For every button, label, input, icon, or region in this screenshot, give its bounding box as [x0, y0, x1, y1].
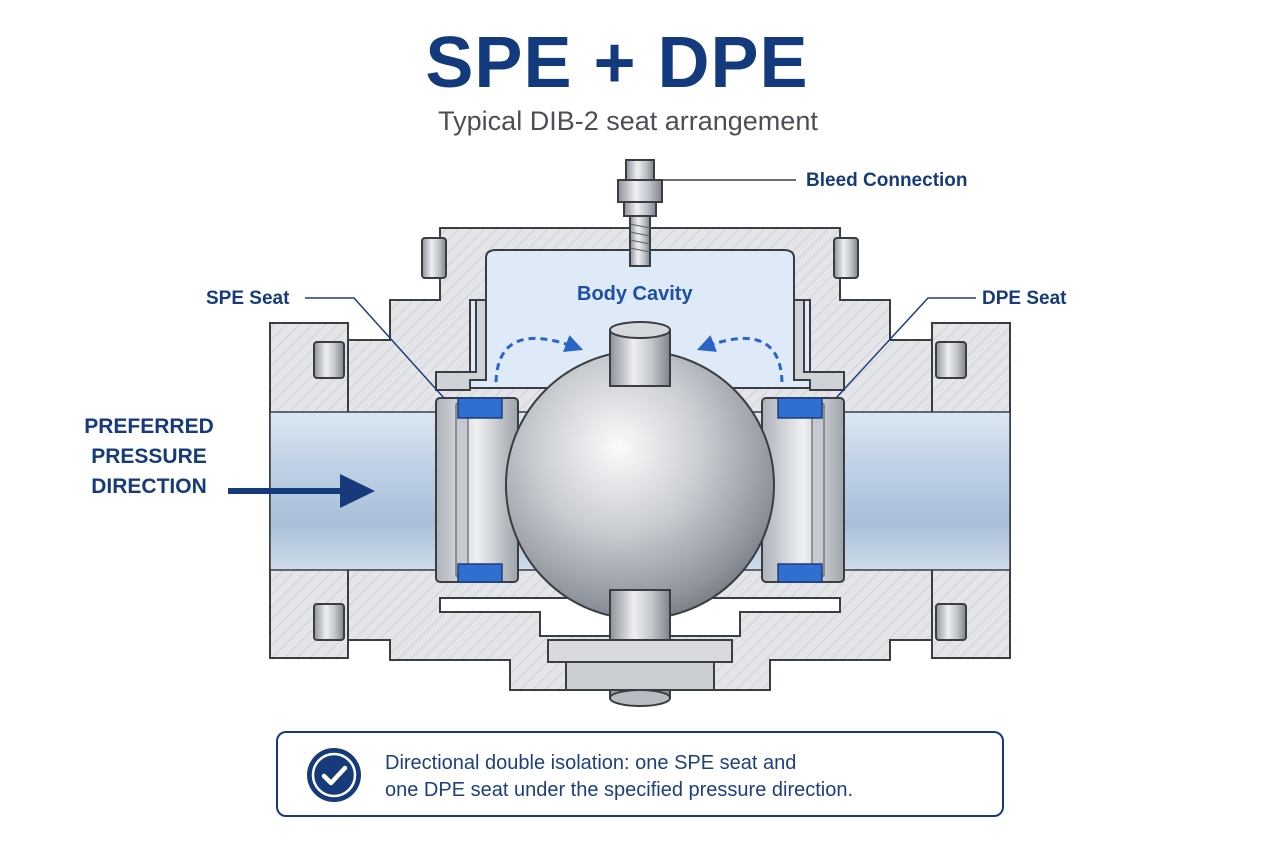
pressure-direction-label: PREFERRED PRESSURE DIRECTION: [60, 412, 238, 502]
cavity-arrow-left: [494, 335, 584, 383]
ball: [505, 350, 775, 620]
dpe-seat-label: DPE Seat: [982, 288, 1067, 309]
check-circle-icon: [307, 748, 361, 802]
page-title: SPE + DPE: [425, 23, 809, 103]
cavity-arrow-right: [696, 335, 784, 383]
top-trunnion: [609, 329, 671, 387]
note-box: Directional double isolation: one SPE se…: [276, 731, 1004, 817]
flange-bolts: [313, 341, 967, 641]
spe-seat-retainer: [435, 299, 487, 391]
page-subtitle: Typical DIB-2 seat arrangement: [438, 106, 818, 136]
dpe-seat-retainer: [793, 299, 845, 391]
bleed-fitting-thread: [629, 215, 651, 267]
body-cavity-label: Body Cavity: [577, 283, 693, 305]
bleed-fitting-cap: [625, 159, 655, 181]
spe-seat-label: SPE Seat: [206, 288, 290, 309]
body-cavity: [469, 249, 811, 389]
note-line-1: Directional double isolation: one SPE se…: [385, 752, 797, 774]
spe-seat-insert-top: [457, 397, 503, 419]
dpe-seat-insert-top: [777, 397, 823, 419]
bleed-fitting-nut: [617, 179, 663, 203]
pressure-label-line-1: PREFERRED: [84, 415, 214, 438]
pressure-label-line-3: DIRECTION: [91, 475, 207, 498]
dpe-seat-insert-bottom: [777, 563, 823, 583]
pressure-label-line-2: PRESSURE: [91, 445, 207, 468]
dpe-leader: [835, 297, 976, 399]
note-line-2: one DPE seat under the specified pressur…: [385, 779, 854, 801]
spe-seat-insert-bottom: [457, 563, 503, 583]
pressure-direction-arrow: [340, 474, 375, 508]
note-text: Directional double isolation: one SPE se…: [385, 750, 985, 804]
spe-leader: [305, 297, 445, 399]
bleed-connection-label: Bleed Connection: [806, 170, 968, 191]
body-bolts: [421, 237, 859, 279]
bottom-plate: [547, 639, 733, 663]
